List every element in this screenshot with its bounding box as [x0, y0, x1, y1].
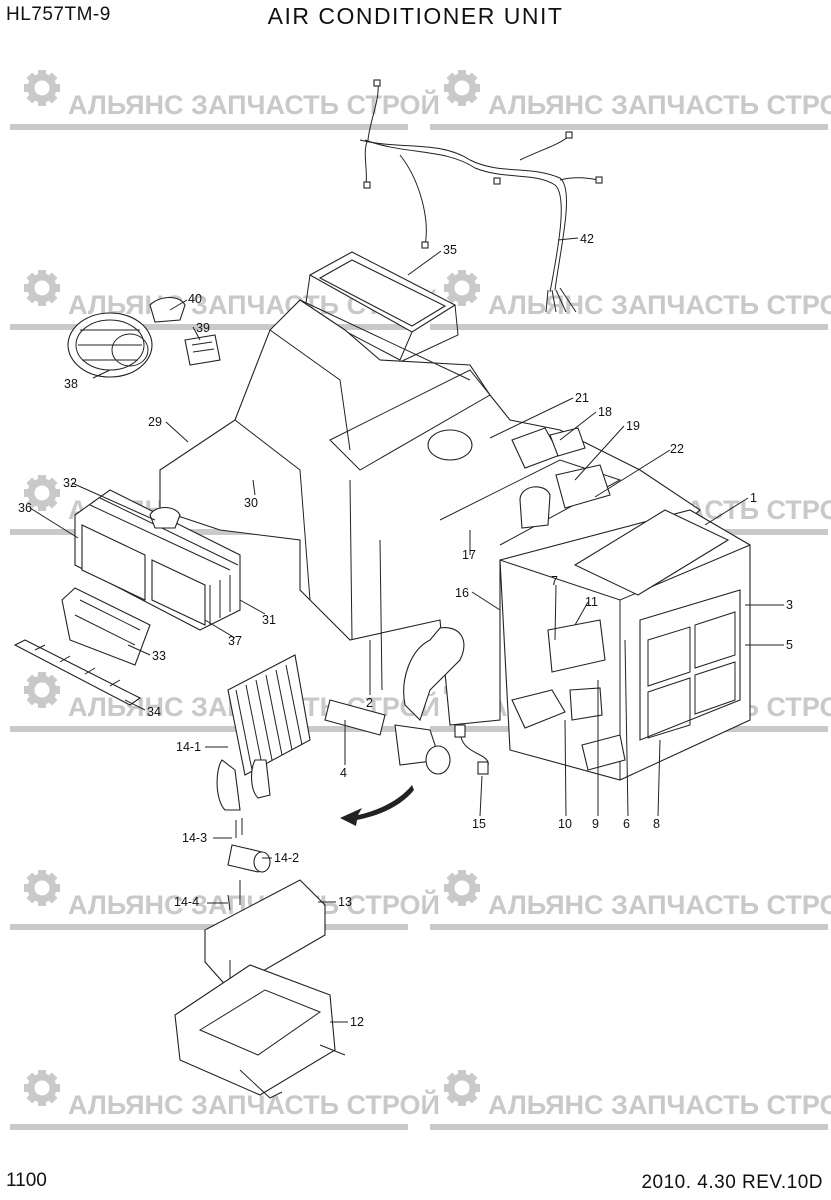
revision-date: 2010. 4.30 REV.10D — [641, 1172, 823, 1193]
callout-label-33: 33 — [152, 649, 166, 663]
page-title: AIR CONDITIONER UNIT — [267, 3, 564, 29]
callout-label-38: 38 — [64, 377, 78, 391]
gear-icon — [444, 870, 480, 906]
callout-label-29: 29 — [148, 415, 162, 429]
callout-label-16: 16 — [455, 586, 469, 600]
callout-label-11: 11 — [585, 595, 598, 609]
heater-core — [216, 654, 311, 811]
leader-lines — [29, 237, 784, 1023]
callout-label-17: 17 — [462, 548, 476, 562]
callout-label-15: 15 — [472, 817, 486, 831]
callout-label-1: 1 — [750, 491, 757, 505]
watermark-tile: АЛЬЯНС ЗАПЧАСТЬ СТРОЙ — [430, 1070, 831, 1130]
callout-label-8: 8 — [653, 817, 660, 831]
callout-label-36: 36 — [18, 501, 32, 515]
callout-labels: 1234567891011121314-114-214-314-41516171… — [18, 232, 793, 1029]
top-duct — [304, 251, 459, 363]
callout-label-5: 5 — [786, 638, 793, 652]
callout-label-13: 13 — [338, 895, 352, 909]
model-code: HL757TM-9 — [6, 4, 111, 25]
callout-label-18: 18 — [598, 405, 612, 419]
watermark-text: АЛЬЯНС ЗАПЧАСТЬ СТРОЙ — [68, 89, 440, 120]
front-box — [499, 509, 751, 781]
callout-label-9: 9 — [592, 817, 599, 831]
gear-icon — [24, 1070, 60, 1106]
callout-label-4: 4 — [340, 766, 347, 780]
callout-label-21: 21 — [575, 391, 589, 405]
watermark-tile: АЛЬЯНС ЗАПЧАСТЬ СТРОЙ — [10, 70, 440, 130]
watermark-text: АЛЬЯНС ЗАПЧАСТЬ СТРОЙ — [488, 889, 831, 920]
callout-label-7: 7 — [551, 574, 558, 588]
callout-label-19: 19 — [626, 419, 640, 433]
gear-icon — [24, 870, 60, 906]
callout-label-14-3: 14-3 — [182, 831, 207, 845]
water-valve — [227, 818, 271, 911]
callout-label-35: 35 — [443, 243, 457, 257]
callout-label-39: 39 — [196, 321, 210, 335]
callout-label-40: 40 — [188, 292, 202, 306]
watermark-tile: АЛЬЯНС ЗАПЧАСТЬ СТРОЙ — [10, 1070, 440, 1130]
blower-motor — [67, 312, 153, 378]
gear-icon — [24, 270, 60, 306]
callout-label-31: 31 — [262, 613, 276, 627]
watermark-tile: АЛЬЯНС ЗАПЧАСТЬ СТРОЙ — [430, 870, 831, 930]
watermark-tile: АЛЬЯНС ЗАПЧАСТЬ СТРОЙ — [430, 70, 831, 130]
watermark-text: АЛЬЯНС ЗАПЧАСТЬ СТРОЙ — [68, 1089, 440, 1120]
callout-label-14-2: 14-2 — [274, 851, 299, 865]
callout-label-14-4: 14-4 — [174, 895, 199, 909]
callout-label-34: 34 — [147, 705, 161, 719]
lower-bracket — [174, 964, 346, 1099]
callout-label-12: 12 — [350, 1015, 364, 1029]
gear-icon — [444, 70, 480, 106]
wiring-harness — [359, 79, 603, 313]
gear-icon — [24, 672, 60, 708]
gear-icon — [24, 70, 60, 106]
callout-label-10: 10 — [558, 817, 572, 831]
watermark-tile: АЛЬЯНС ЗАПЧАСТЬ СТРОЙ — [430, 270, 831, 330]
callout-label-37: 37 — [228, 634, 242, 648]
drain-tray — [204, 879, 326, 991]
sensor — [454, 724, 489, 775]
watermark-text: АЛЬЯНС ЗАПЧАСТЬ СТРОЙ — [488, 289, 831, 320]
watermark-text: АЛЬЯНС ЗАПЧАСТЬ СТРОЙ — [488, 1089, 831, 1120]
intake-box — [74, 489, 241, 631]
direction-arrow — [340, 785, 414, 826]
gear-icon — [444, 1070, 480, 1106]
callout-label-2: 2 — [366, 696, 373, 710]
air-filters — [13, 587, 151, 706]
actuators — [427, 427, 611, 529]
callout-label-42: 42 — [580, 232, 594, 246]
callout-label-14-1: 14-1 — [176, 740, 201, 754]
watermark-text: АЛЬЯНС ЗАПЧАСТЬ СТРОЙ — [488, 89, 831, 120]
callout-label-6: 6 — [623, 817, 630, 831]
exploded-view-drawing — [13, 79, 751, 1099]
heater-hoses — [324, 627, 465, 775]
gear-icon — [444, 270, 480, 306]
page-number: 1100 — [6, 1170, 47, 1191]
callout-label-3: 3 — [786, 598, 793, 612]
callout-label-30: 30 — [244, 496, 258, 510]
callout-label-22: 22 — [670, 442, 684, 456]
resistor-and-bracket — [149, 296, 221, 366]
callout-label-32: 32 — [63, 476, 77, 490]
gear-icon — [24, 475, 60, 511]
